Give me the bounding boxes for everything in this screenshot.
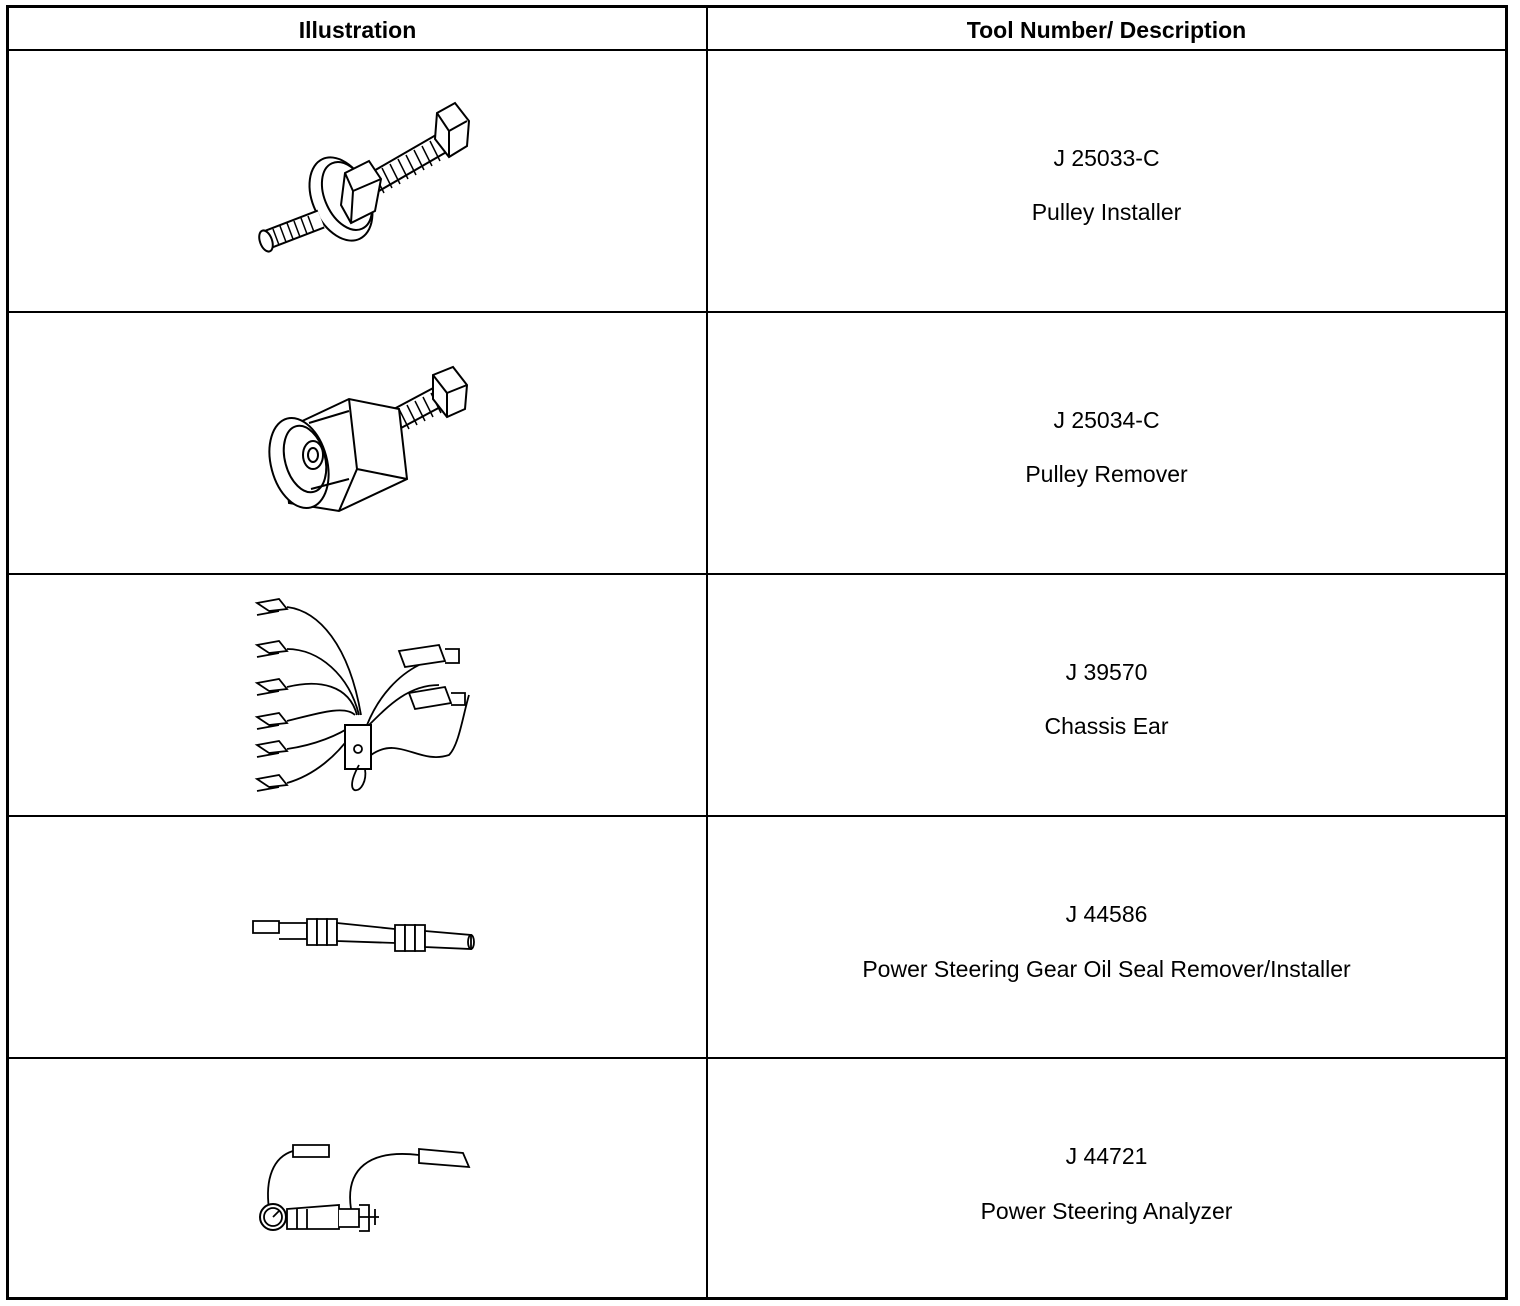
description-cell: J 39570 Chassis Ear [708, 575, 1505, 815]
tool-description: Chassis Ear [1044, 713, 1169, 739]
tool-table: Illustration Tool Number/ Description [6, 5, 1508, 1300]
pulley-remover-illustration [249, 313, 479, 575]
chassis-ear-illustration [249, 575, 479, 817]
tool-number: J 25034-C [1053, 407, 1160, 433]
header-tool-number-description: Tool Number/ Description [966, 17, 1247, 43]
table-header: Illustration Tool Number/ Description [9, 8, 1505, 51]
table-row: J 25034-C Pulley Remover [9, 313, 1505, 575]
illustration-cell [9, 51, 706, 311]
pulley-installer-illustration [249, 51, 479, 313]
tool-number: J 39570 [1065, 659, 1148, 685]
description-cell: J 44721 Power Steering Analyzer [708, 1059, 1505, 1300]
illustration-cell [9, 575, 706, 815]
seal-remover-installer-illustration [249, 817, 479, 1059]
table-row: J 25033-C Pulley Installer [9, 51, 1505, 313]
table-row: J 44721 Power Steering Analyzer [9, 1059, 1505, 1300]
description-cell: J 25034-C Pulley Remover [708, 313, 1505, 573]
header-illustration: Illustration [298, 17, 417, 43]
tool-description: Power Steering Gear Oil Seal Remover/Ins… [862, 956, 1351, 982]
tool-description: Pulley Installer [1031, 199, 1182, 225]
illustration-cell [9, 313, 706, 573]
illustration-cell [9, 817, 706, 1057]
table-row: J 44586 Power Steering Gear Oil Seal Rem… [9, 817, 1505, 1059]
power-steering-analyzer-illustration [249, 1059, 479, 1300]
column-divider [706, 8, 708, 1297]
description-cell: J 25033-C Pulley Installer [708, 51, 1505, 311]
tool-number: J 25033-C [1053, 145, 1160, 171]
tool-description: Power Steering Analyzer [980, 1198, 1233, 1224]
description-cell: J 44586 Power Steering Gear Oil Seal Rem… [708, 817, 1505, 1057]
tool-number: J 44721 [1065, 1143, 1148, 1169]
illustration-cell [9, 1059, 706, 1300]
tool-description: Pulley Remover [1025, 461, 1188, 487]
table-row: J 39570 Chassis Ear [9, 575, 1505, 817]
tool-number: J 44586 [1065, 901, 1148, 927]
